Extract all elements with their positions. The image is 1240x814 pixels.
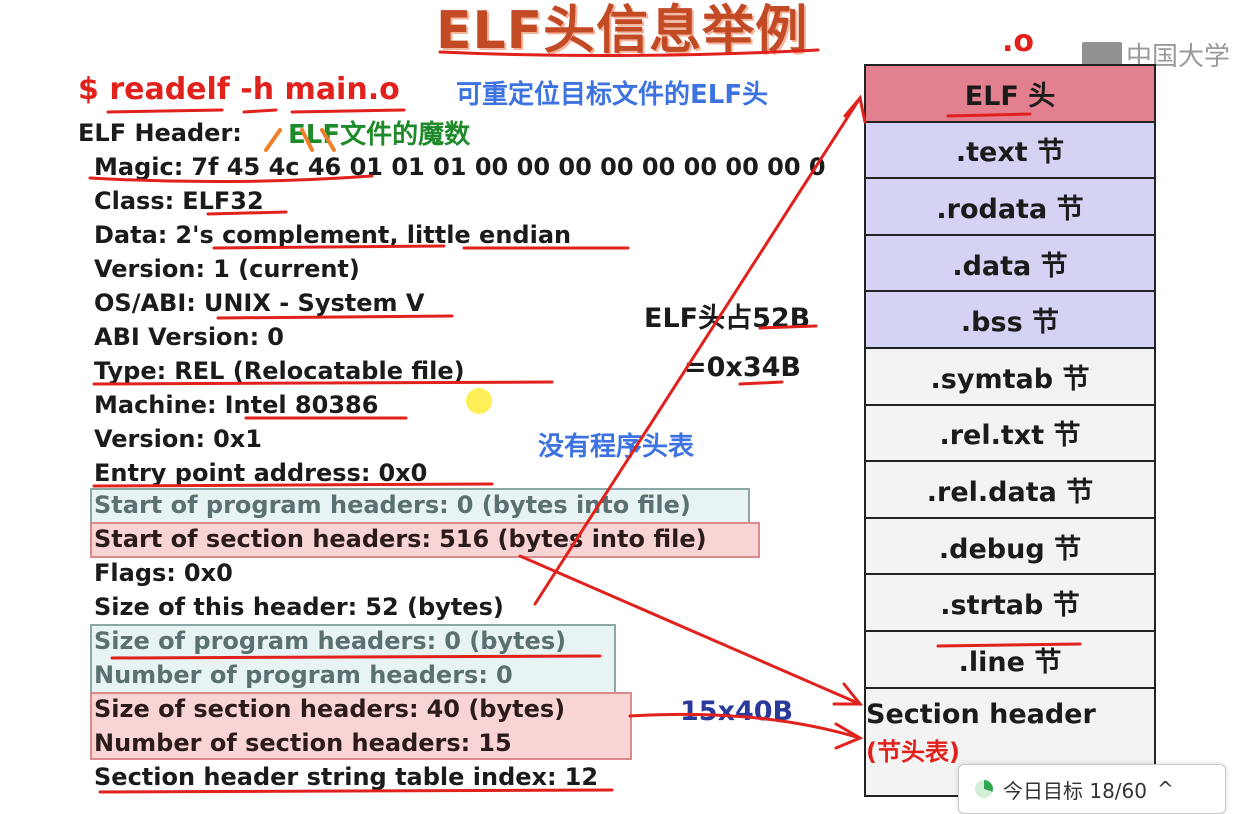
header-line: Number of section headers:15 xyxy=(94,729,512,757)
section-block: .bss 节 xyxy=(864,290,1156,349)
section-block: .rel.txt 节 xyxy=(864,403,1156,463)
section-table-size-note: 15x40B xyxy=(680,696,794,727)
header-line-program-start: Start of program headers:0 (bytes into f… xyxy=(94,491,691,519)
cursor-highlight xyxy=(466,388,492,414)
header-line: Version:1 (current) xyxy=(94,255,360,283)
header-line: OS/ABI:UNIX - System V xyxy=(94,289,425,317)
section-header-label: Section header xyxy=(866,698,1096,730)
header-size-note: ELF头占52B xyxy=(644,303,811,334)
header-line: Version:0x1 xyxy=(94,425,262,453)
section-block: .symtab 节 xyxy=(864,346,1156,406)
command-line: $ readelf -h main.o xyxy=(78,72,400,107)
section-block: .rodata 节 xyxy=(864,177,1156,236)
no-program-header-note: 没有程序头表 xyxy=(538,432,695,462)
header-line-magic: Magic:7f 45 4c 46 01 01 01 00 00 00 00 0… xyxy=(94,153,826,181)
header-line: Section header string table index:12 xyxy=(94,763,599,791)
header-line-type: Type:REL (Relocatable file) xyxy=(94,357,465,385)
section-block: .line 节 xyxy=(864,629,1156,689)
elf-layout: ELF 头 .text 节 .rodata 节 .data 节 .bss 节 .… xyxy=(864,64,1156,797)
chevron-up-icon[interactable]: ^ xyxy=(1157,777,1174,801)
section-block: .strtab 节 xyxy=(864,573,1156,632)
section-block: .debug 节 xyxy=(864,516,1156,576)
slide-title: ELF头信息举例 xyxy=(436,1,809,61)
corner-mark: .o xyxy=(1002,24,1035,59)
header-line: Data:2's complement, little endian xyxy=(94,221,572,249)
header-line: Size of program headers:0 (bytes) xyxy=(94,627,567,655)
section-block: .text 节 xyxy=(864,120,1156,180)
section-block: ELF 头 xyxy=(864,64,1156,123)
underline xyxy=(106,108,406,114)
header-line: ABI Version:0 xyxy=(94,323,284,351)
header-line: Entry point address:0x0 xyxy=(94,459,428,487)
header-line: Size of section headers:40 (bytes) xyxy=(94,695,566,723)
progress-ring-icon xyxy=(975,780,993,798)
daily-goal-widget[interactable]: 今日目标 18/60 ^ xyxy=(958,764,1226,814)
arrow xyxy=(834,722,864,750)
header-line: Machine:Intel 80386 xyxy=(94,391,379,419)
magic-note: ELF文件的魔数 xyxy=(288,120,471,150)
header-line-section-start: Start of section headers:516 (bytes into… xyxy=(94,525,707,553)
daily-goal-label: 今日目标 18/60 xyxy=(1003,778,1147,803)
header-line: Class:ELF32 xyxy=(94,187,264,215)
header-size-hex: =0x34B xyxy=(684,352,801,383)
section-header-sub: (节头表) xyxy=(866,737,960,766)
header-line: ELF Header: xyxy=(78,119,242,147)
arrow xyxy=(843,94,867,124)
header-line: Number of program headers:0 xyxy=(94,661,513,689)
section-block: .data 节 xyxy=(864,233,1156,293)
arrow xyxy=(832,682,864,706)
header-line: Flags:0x0 xyxy=(94,559,233,587)
watermark-logo-icon xyxy=(1082,41,1122,68)
section-block: .rel.data 节 xyxy=(864,460,1156,519)
command-description: 可重定位目标文件的ELF头 xyxy=(456,80,769,110)
header-line-header-size: Size of this header:52 (bytes) xyxy=(94,593,504,621)
